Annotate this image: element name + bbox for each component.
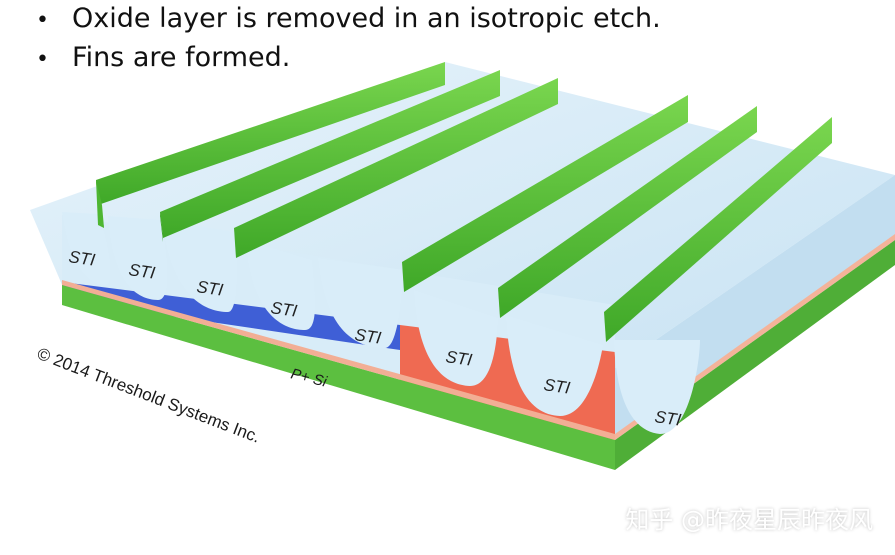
sti-scallops bbox=[62, 212, 700, 434]
fin bbox=[234, 78, 558, 258]
sti-label: STI bbox=[67, 247, 96, 270]
bullet-item: • Oxide layer is removed in an isotropic … bbox=[36, 0, 661, 39]
fin bbox=[498, 106, 757, 318]
bullet-dot: • bbox=[36, 47, 49, 72]
sti-label: STI bbox=[195, 277, 224, 300]
bullet-list: • Oxide layer is removed in an isotropic … bbox=[36, 0, 661, 78]
sti-label: STI bbox=[269, 298, 298, 321]
n-well-region bbox=[62, 282, 400, 350]
substrate-front-face bbox=[62, 285, 615, 470]
sti-label: STI bbox=[353, 325, 382, 348]
copyright-text: © 2014 Threshold Systems Inc. bbox=[35, 344, 263, 447]
substrate-right-face bbox=[615, 240, 895, 470]
fin bbox=[96, 62, 445, 228]
sti-labels: STI STI STI STI STI STI STI STI bbox=[67, 247, 682, 430]
sti-label: STI bbox=[542, 375, 571, 398]
bullet-dot: • bbox=[36, 8, 49, 33]
sti-label: STI bbox=[444, 347, 473, 370]
fin bbox=[402, 95, 688, 292]
fins bbox=[96, 62, 832, 342]
bullet-text: Fins are formed. bbox=[72, 42, 291, 73]
watermark: 知乎 @昨夜星辰昨夜风 bbox=[625, 506, 873, 534]
fin bbox=[160, 70, 500, 242]
fin bbox=[604, 117, 832, 342]
bullet-text: Oxide layer is removed in an isotropic e… bbox=[72, 3, 661, 34]
sti-label: STI bbox=[127, 260, 156, 283]
bullet-item: • Fins are formed. bbox=[36, 39, 661, 78]
sti-label: STI bbox=[653, 407, 682, 430]
interface-front-stripe bbox=[62, 280, 615, 440]
